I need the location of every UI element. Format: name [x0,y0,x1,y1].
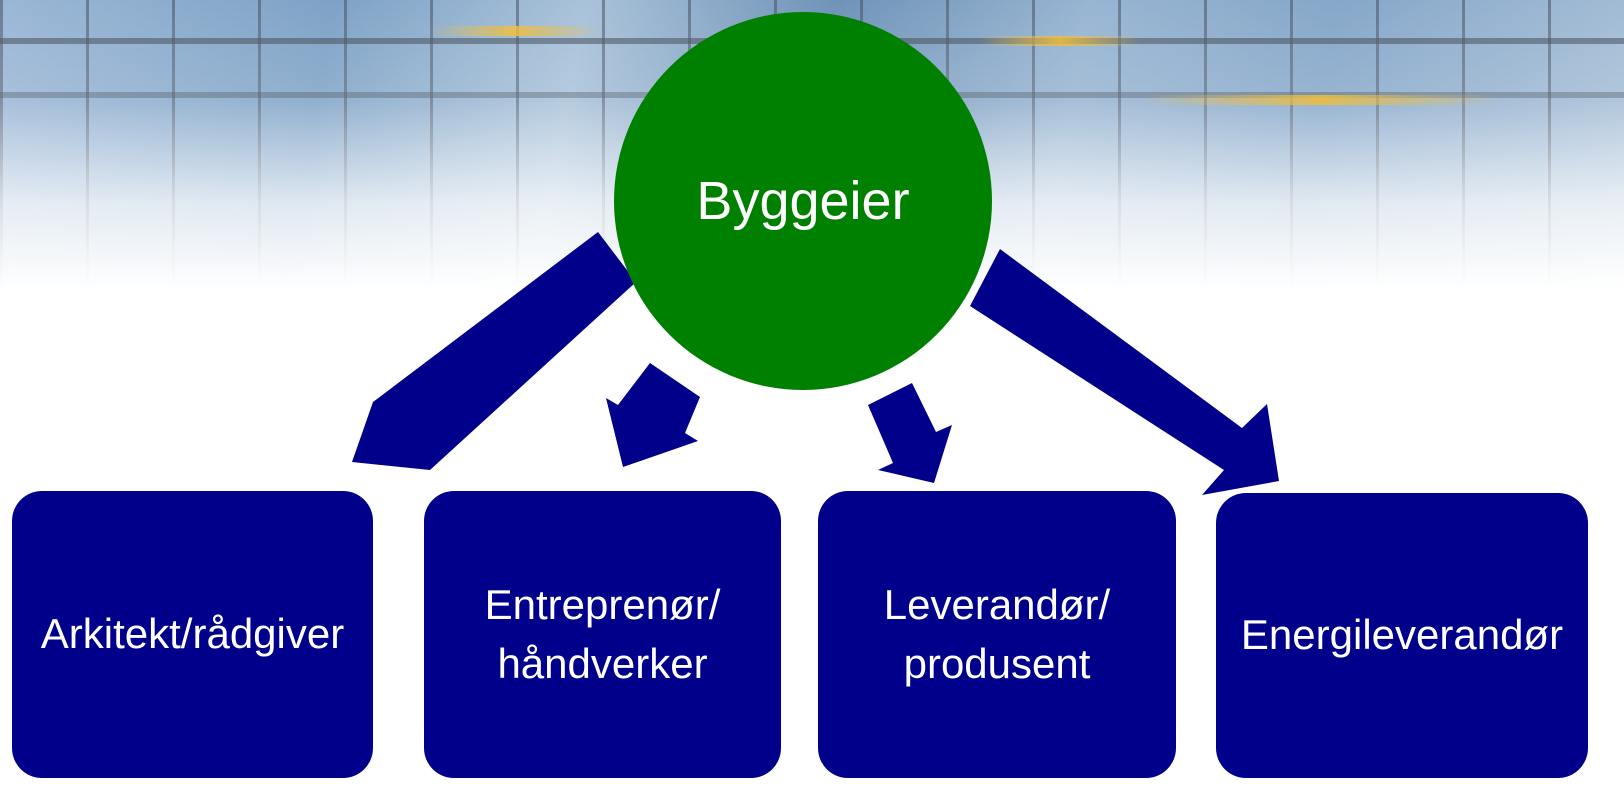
node-arkitekt-radgiver: Arkitekt/rådgiver [12,491,373,778]
node-label: Arkitekt/rådgiver [40,610,345,658]
arrow-to-leverandor [868,383,952,483]
node-label-line-1: Entreprenør/ [484,580,721,628]
facade-reflection [430,26,600,36]
node-label-line-1: Leverandør/ [883,580,1111,628]
node-label: Energileverandør [1240,611,1564,659]
arrow-to-entreprenor [606,363,700,467]
node-energileverandor: Energileverandør [1216,493,1588,778]
node-label-line-2: håndverker [497,639,708,687]
facade-reflection [1140,95,1500,105]
arrow-to-energileverandor [970,249,1279,495]
facade-reflection [980,36,1140,46]
node-leverandor-produsent: Leverandør/ produsent [818,491,1176,778]
node-label-line-2: produsent [903,639,1091,687]
node-entreprenor-handverker: Entreprenør/ håndverker [424,491,781,778]
arrow-to-arkitekt [352,232,636,470]
root-node-byggeier: Byggeier [614,12,992,390]
root-node-label: Byggeier [696,171,910,231]
